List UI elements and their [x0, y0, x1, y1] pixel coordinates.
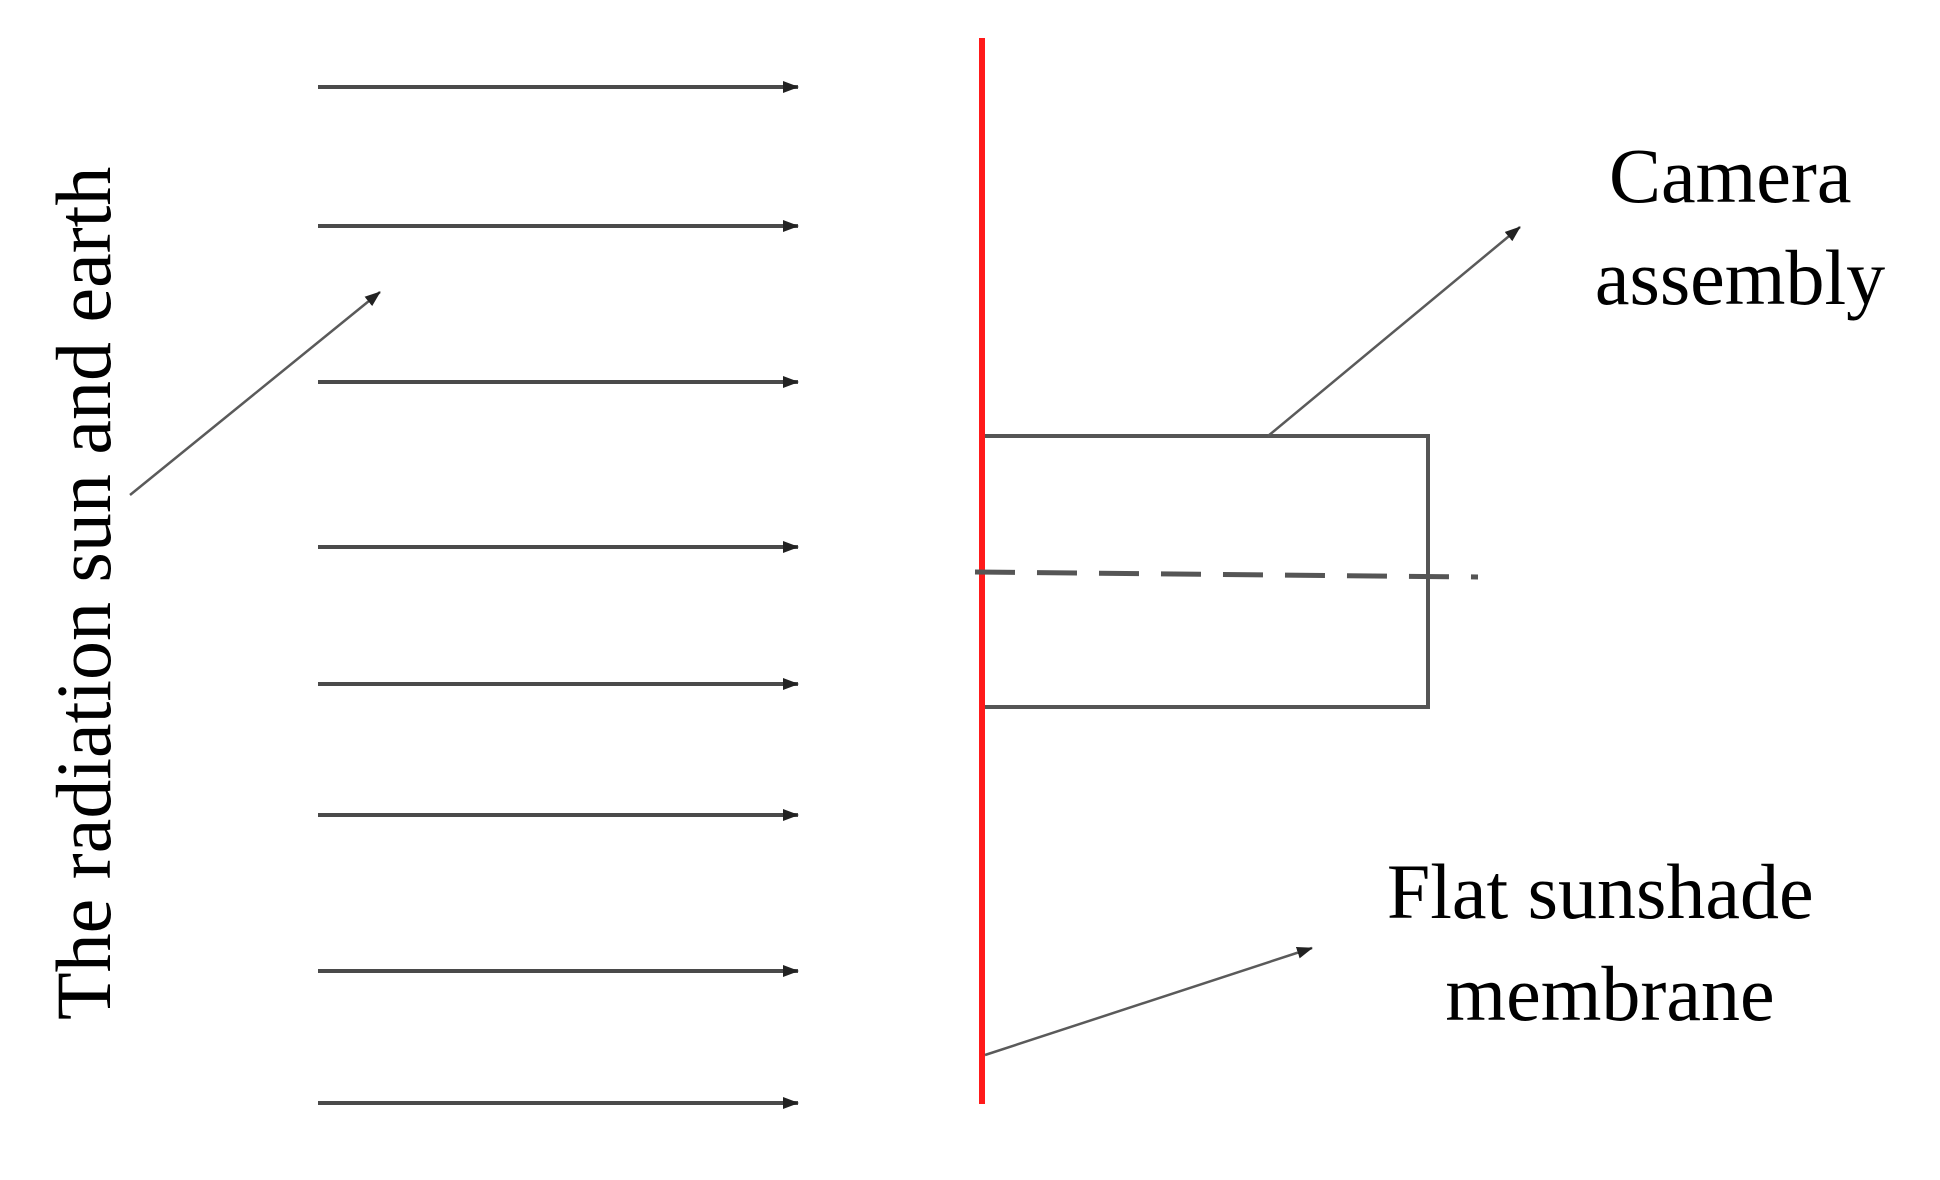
camera-assembly-box [985, 434, 1430, 709]
camera-label: Camera assembly [1595, 132, 1885, 321]
radiation-rays [318, 81, 799, 1109]
radiation-label: The radiation sun and earth [40, 167, 127, 1020]
radiation-pointer-arrow [129, 291, 381, 496]
sunshade-label-line2: membrane [1445, 950, 1774, 1037]
sunshade-label-line1: Flat sunshade [1387, 848, 1814, 935]
optical-axis-dashed-line [974, 569, 1479, 580]
camera-label-line2: assembly [1595, 234, 1885, 321]
camera-label-line1: Camera [1609, 132, 1852, 219]
sunshade-pointer-arrow [984, 946, 1313, 1057]
sunshade-label: Flat sunshade membrane [1387, 848, 1833, 1037]
camera-pointer-arrow [1267, 226, 1521, 437]
